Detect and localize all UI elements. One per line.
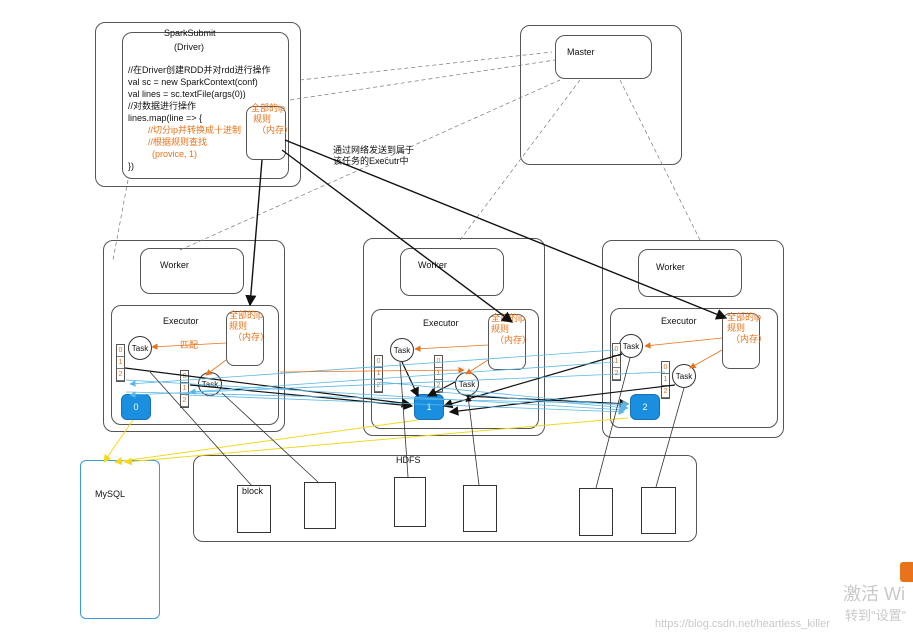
worker-label: Worker: [160, 260, 189, 270]
hdfs-box: [193, 455, 697, 542]
hdfs-block-label: block: [242, 486, 264, 496]
csdn-logo-icon: [900, 562, 913, 582]
executor-label: Executor: [661, 316, 697, 326]
executor-label: Executor: [423, 318, 459, 328]
hdfs-block: [579, 488, 613, 536]
executor-rules-box: [226, 311, 264, 366]
hdfs-block: [237, 485, 271, 533]
hdfs-block: [394, 477, 426, 527]
watermark-url: https://blog.csdn.net/heartless_killer: [655, 618, 830, 630]
result-block-2: 2: [630, 394, 660, 420]
task-node: Task: [619, 334, 643, 358]
worker-label: Worker: [418, 260, 447, 270]
hdfs-label: HDFS: [396, 455, 421, 465]
code-line: val lines = sc.textFile(args(0)): [128, 89, 246, 99]
hdfs-block: [304, 482, 336, 529]
task-node: Task: [390, 338, 414, 362]
code-line: //对数据进行操作: [128, 101, 197, 111]
worker-box: [103, 240, 285, 432]
executor-box: [111, 305, 279, 425]
hdfs-block: [641, 487, 676, 534]
worker-label-box: [140, 248, 244, 294]
executor-label: Executor: [163, 316, 199, 326]
code-comment: //根据规则查找: [148, 137, 208, 147]
master-outer-box: [520, 25, 682, 165]
driver-rules-box: [246, 106, 286, 160]
sparksubmit-title: SparkSubmit: [164, 28, 216, 38]
worker-box: [602, 240, 784, 438]
code-line: }): [128, 161, 135, 171]
executor-box: [610, 308, 778, 428]
code-line: //在Driver创建RDD并对rdd进行操作: [128, 65, 271, 75]
worker-box: [363, 238, 545, 436]
hdfs-block: [463, 485, 497, 532]
driver-box: [122, 32, 289, 179]
master-label: Master: [567, 47, 595, 57]
master-box: [555, 35, 652, 79]
mysql-label: MySQL: [95, 489, 126, 499]
code-line: val sc = new SparkContext(conf): [128, 77, 258, 87]
watermark-settings: 转到"设置": [845, 608, 907, 623]
executor-box: [371, 309, 539, 429]
executor-rules-box: [722, 313, 760, 369]
code-comment: (provice, 1): [152, 149, 198, 159]
watermark-activate: 激活 Wi: [843, 584, 905, 604]
code-comment: //切分ip并转换成十进制: [148, 125, 242, 135]
network-note: 通过网络发送到属于该任务的Executr中: [333, 145, 415, 166]
driver-code: //在Driver创建RDD并对rdd进行操作 val sc = new Spa…: [128, 64, 271, 172]
result-block-0: 0: [121, 394, 151, 420]
worker-label-box: [400, 248, 504, 296]
worker-label-box: [638, 249, 742, 297]
driver-subtitle: (Driver): [174, 42, 204, 52]
code-line: lines.map(line => {: [128, 113, 203, 123]
sparksubmit-box: [95, 22, 301, 187]
worker-label: Worker: [656, 262, 685, 272]
